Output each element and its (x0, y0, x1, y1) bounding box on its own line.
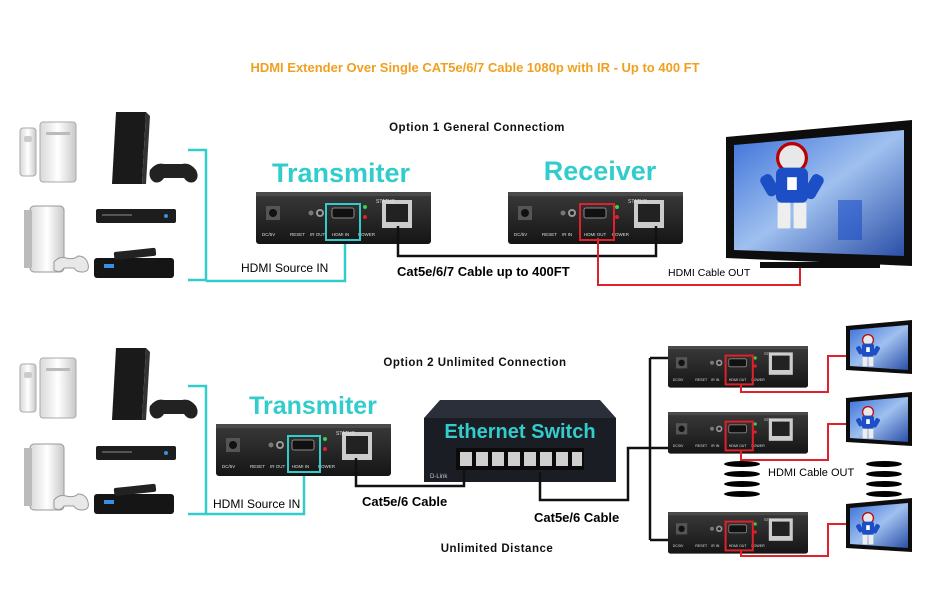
reset-label: RESET (695, 444, 708, 448)
dc-label: DC/5V (673, 378, 684, 382)
hdmi-in-port-highlight (325, 203, 361, 241)
hdmi-source-label-2: HDMI Source IN (213, 497, 300, 511)
ir-in-label: IR IN (562, 232, 572, 237)
reset-label: RESET (290, 232, 305, 237)
hdmi-in-label: HDMI IN (292, 464, 309, 469)
bluray-player-icon (96, 209, 176, 223)
power-label: POWER (751, 544, 765, 548)
cat-cable-2a (354, 458, 466, 488)
cat-cable-label-1: Cat5e/6/7 Cable up to 400FT (397, 264, 570, 279)
power-label: POWER (612, 232, 630, 237)
transmitter-label-1: Transmiter (272, 158, 411, 188)
ir-out-label: IR OUT (270, 464, 286, 469)
option1-heading: Option 1 General Connectiom (389, 122, 565, 134)
reset-label: RESET (695, 378, 708, 382)
tv-display-icon (846, 498, 912, 552)
status-label: STATUS (764, 417, 780, 422)
ir-in-label: IR IN (711, 378, 720, 382)
receiver-label-1: Receiver (544, 156, 657, 186)
xbox360-console-icon (23, 205, 89, 273)
unlimited-distance-label: Unlimited Distance (441, 543, 554, 555)
hdmi-out-label: HDMI OUT (729, 378, 748, 382)
diagram-title: HDMI Extender Over Single CAT5e/6/7 Cabl… (250, 60, 699, 75)
hdmi-out-cables-2 (740, 355, 846, 557)
transmitter-device-2: STATUS DC/5V RESET IR OUT HDMI IN POWER (215, 423, 392, 477)
status-label: STATUS (376, 199, 396, 205)
status-label: STATUS (764, 351, 780, 356)
ps4-console-icon (112, 348, 198, 420)
status-label: STATUS (764, 517, 780, 522)
transmitter-device-1: STATUS DC/5V RESET IR OUT HDMI IN POWER (255, 191, 432, 245)
dc-label: DC/5V (673, 444, 684, 448)
wii-console-icon (19, 357, 77, 419)
ps4-console-icon (112, 112, 198, 184)
receiver-device-1: STATUS DC/5V RESET IR IN HDMI OUT POWER (507, 191, 684, 245)
hdmi-in-label: HDMI IN (332, 232, 349, 237)
transmitter-label-2: Transmiter (249, 392, 377, 420)
power-label: POWER (358, 232, 376, 237)
ethernet-switch-device: D-Link (424, 400, 616, 482)
set-top-box-icon (94, 247, 174, 278)
cat-cable-label-2b: Cat5e/6 Cable (534, 510, 619, 525)
hdmi-source-bracket-2 (188, 384, 306, 516)
power-label: POWER (751, 378, 765, 382)
set-top-box-icon (94, 483, 174, 514)
status-label: STATUS (628, 199, 648, 205)
hdmi-source-bracket-1 (188, 148, 347, 283)
hdmi-in-port-highlight (287, 435, 321, 473)
wii-console-icon (19, 121, 77, 183)
hdmi-out-label: HDMI OUT (729, 444, 748, 448)
ir-in-label: IR IN (711, 544, 720, 548)
cat-cable-1 (396, 226, 658, 258)
dc-label: DC/5V (514, 232, 527, 237)
receiver-device-2c: STATUS DC/5V RESET IR IN HDMI OUT POWER (667, 511, 809, 554)
hdmi-out-label: HDMI OUT (729, 544, 748, 548)
dc-label: DC/5V (673, 544, 684, 548)
power-label: POWER (318, 464, 336, 469)
reset-label: RESET (250, 464, 265, 469)
continuation-dots-icon (724, 461, 902, 497)
dc-label: DC/5V (262, 232, 275, 237)
receiver-device-2b: STATUS DC/5V RESET IR IN HDMI OUT POWER (667, 411, 809, 455)
xbox360-console-icon (23, 443, 89, 511)
hdmi-out-port-highlight (724, 520, 754, 552)
switch-brand-label: D-Link (430, 474, 448, 480)
ethernet-switch-label: Ethernet Switch (444, 421, 595, 443)
hdmi-out-label-2: HDMI Cable OUT (768, 467, 854, 479)
cat-cable-2b (538, 446, 650, 502)
reset-label: RESET (542, 232, 557, 237)
hdmi-out-port-highlight (724, 420, 754, 452)
receiver-device-2a: STATUS DC/5V RESET IR IN HDMI OUT POWER (667, 345, 809, 389)
ir-out-label: IR OUT (310, 232, 326, 237)
hdmi-out-label: HDMI OUT (584, 232, 606, 237)
status-label: STATUS (336, 431, 356, 437)
bluray-player-icon (96, 446, 176, 460)
reset-label: RESET (695, 544, 708, 548)
option2-heading: Option 2 Unlimited Connection (383, 357, 566, 369)
tv-display-icon (846, 320, 912, 374)
power-label: POWER (751, 444, 765, 448)
cat-cable-label-2a: Cat5e/6 Cable (362, 494, 447, 509)
dc-label: DC/5V (222, 464, 235, 469)
hdmi-source-label-1: HDMI Source IN (241, 261, 328, 275)
hdmi-out-cable-1 (597, 238, 801, 286)
tv-display-icon (846, 392, 912, 446)
hdmi-out-port-highlight (724, 354, 754, 386)
tv-display-icon (726, 120, 912, 268)
ir-in-label: IR IN (711, 444, 720, 448)
hdmi-out-label-1: HDMI Cable OUT (668, 267, 751, 279)
